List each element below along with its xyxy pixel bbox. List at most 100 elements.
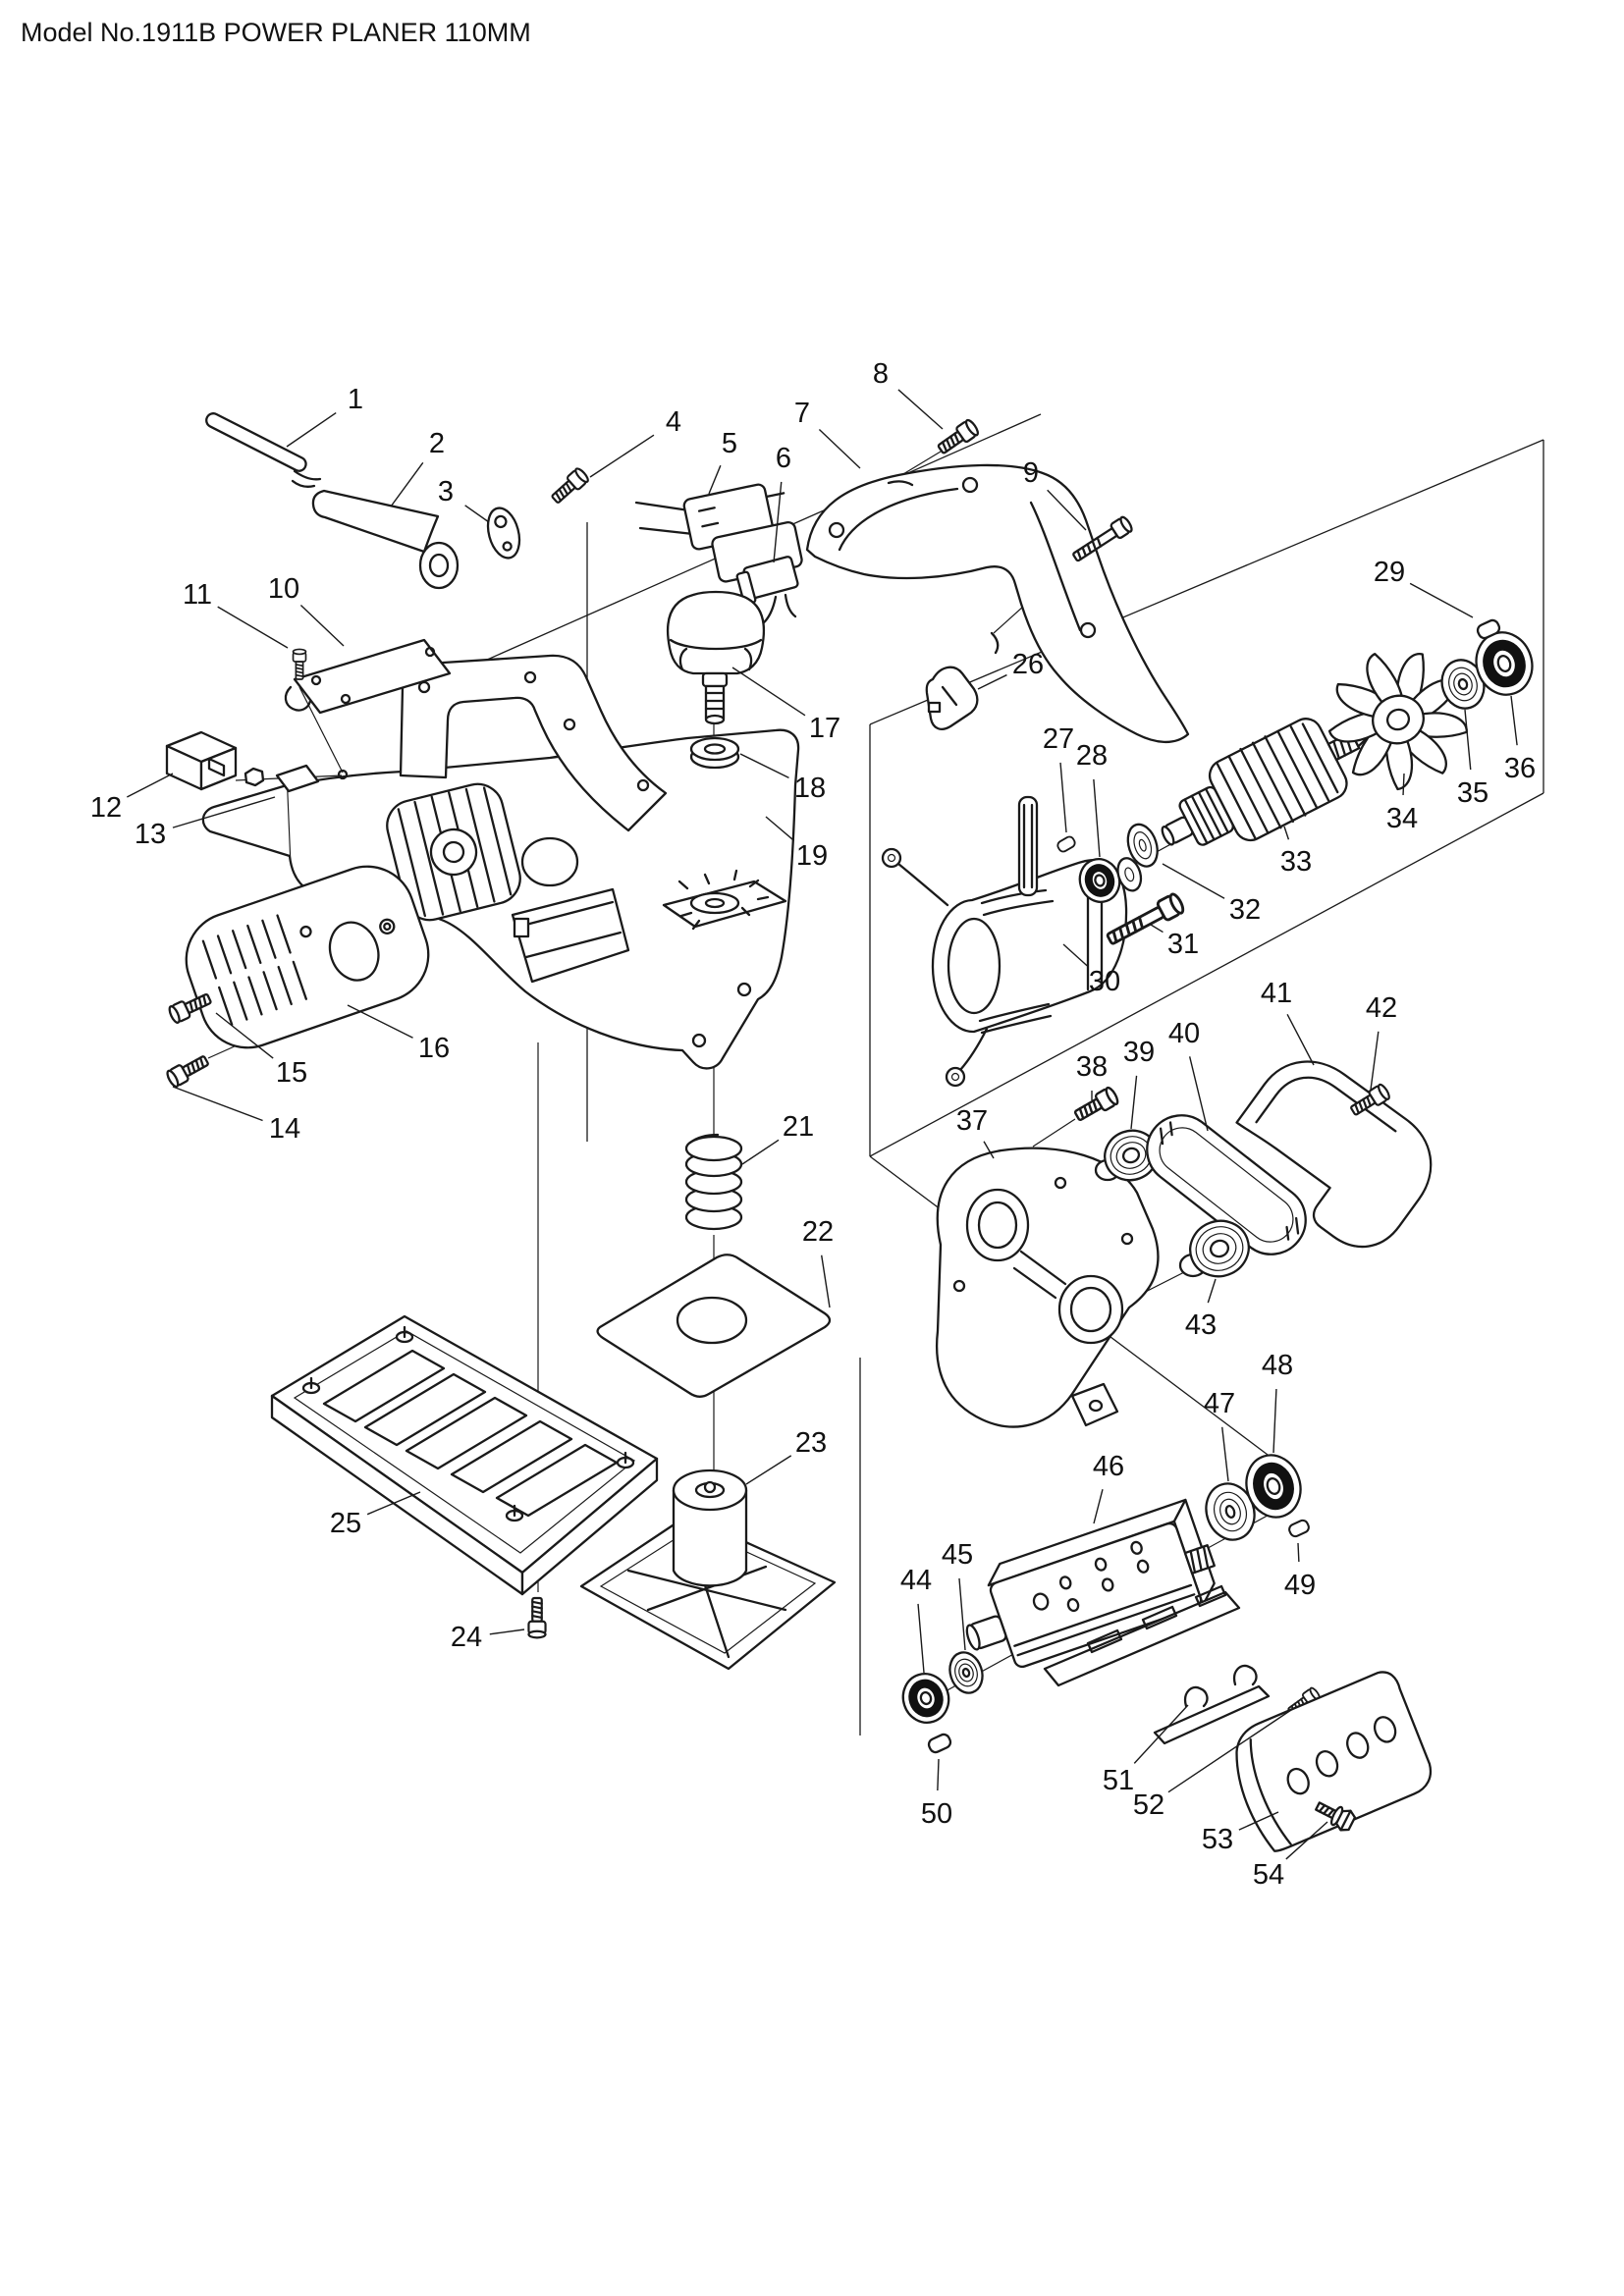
part-label-11: 11	[183, 579, 212, 611]
part-label-17: 17	[809, 713, 840, 744]
part-leader-30	[1062, 943, 1088, 967]
part-leader-21	[741, 1139, 780, 1165]
part-leader-2	[390, 461, 424, 507]
part-53-drum-cover	[1235, 1671, 1433, 1852]
part-label-49: 49	[1284, 1570, 1316, 1601]
part-leader-16	[347, 1004, 413, 1039]
part-label-36: 36	[1504, 753, 1536, 784]
part-leader-1	[286, 411, 337, 448]
part-label-22: 22	[802, 1216, 834, 1248]
part-16-chip-cover	[185, 865, 430, 1049]
part-leader-33	[1283, 826, 1290, 840]
part-label-2: 2	[429, 428, 445, 459]
part-leader-27	[1059, 762, 1067, 833]
part-12-terminal-block	[165, 730, 238, 791]
part-leader-31	[1150, 924, 1164, 934]
part-leader-51	[1133, 1704, 1189, 1764]
part-26-holder-bracket	[925, 666, 979, 730]
part-leader-17	[731, 667, 806, 717]
part-label-45: 45	[942, 1539, 973, 1571]
part-leader-40	[1188, 1056, 1209, 1132]
part-label-48: 48	[1262, 1350, 1293, 1381]
part-label-4: 4	[666, 406, 681, 438]
part-label-6: 6	[776, 443, 791, 474]
part-label-31: 31	[1167, 929, 1199, 960]
part-37-bearing-box	[936, 1147, 1160, 1428]
part-label-8: 8	[873, 358, 889, 390]
part-leader-19	[765, 816, 795, 841]
part-label-53: 53	[1202, 1824, 1233, 1855]
part-25-rear-base	[270, 1314, 659, 1596]
part-leader-37	[983, 1141, 995, 1159]
part-label-19: 19	[796, 840, 828, 872]
part-label-54: 54	[1253, 1859, 1284, 1891]
part-label-18: 18	[794, 773, 826, 804]
part-51-set-plate	[1153, 1664, 1271, 1745]
part-leader-54	[1285, 1821, 1328, 1860]
part-leader-45	[958, 1577, 966, 1651]
part-40-belt	[1146, 1114, 1307, 1255]
part-label-26: 26	[1012, 649, 1044, 680]
part-label-28: 28	[1076, 740, 1108, 772]
part-leader-25	[366, 1491, 421, 1516]
part-label-23: 23	[795, 1427, 827, 1459]
part-label-25: 25	[330, 1508, 361, 1539]
part-leader-52	[1167, 1707, 1295, 1793]
part-21-compression-spring	[684, 1133, 743, 1231]
part-leader-34	[1402, 773, 1405, 796]
part-2-cord-guard	[311, 489, 460, 590]
part-22-front-plate	[596, 1254, 832, 1398]
part-6-noise-suppressor	[735, 556, 799, 626]
part-leader-46	[1093, 1489, 1104, 1524]
part-leader-41	[1286, 1013, 1315, 1066]
part-label-5: 5	[722, 428, 737, 459]
part-label-21: 21	[783, 1111, 814, 1143]
part-label-9: 9	[1023, 457, 1039, 489]
diagram-title: Model No.1911B POWER PLANER 110MM	[21, 18, 531, 47]
part-label-47: 47	[1204, 1388, 1235, 1419]
part-46-planer-drum	[965, 1498, 1216, 1669]
part-leader-12	[127, 773, 174, 798]
part-48-ball-bearing	[1245, 1454, 1302, 1519]
part-label-16: 16	[418, 1033, 450, 1064]
part-18-flat-washer	[689, 736, 740, 770]
part-leader-18	[739, 753, 789, 779]
part-leader-10	[299, 605, 345, 647]
part-label-15: 15	[276, 1057, 307, 1089]
part-leader-11	[217, 606, 289, 649]
part-leader-48	[1272, 1388, 1277, 1454]
part-leader-3	[464, 505, 490, 523]
part-leader-15	[215, 1012, 274, 1059]
part-39-pulley	[1094, 1129, 1159, 1182]
part-leader-23	[745, 1455, 792, 1485]
part-leader-6	[773, 481, 783, 563]
part-23-front-base	[579, 1468, 837, 1671]
part-leader-35	[1464, 709, 1472, 771]
part-44-ball-bearing	[901, 1673, 950, 1724]
planer-blade	[1043, 1584, 1241, 1687]
part-leader-43	[1207, 1278, 1217, 1304]
part-leader-5	[708, 464, 722, 495]
part-label-13: 13	[135, 819, 166, 850]
part-label-10: 10	[268, 573, 299, 605]
part-7-handle-cover	[805, 463, 1190, 744]
part-label-34: 34	[1386, 803, 1418, 834]
part-label-29: 29	[1374, 557, 1405, 588]
part-label-41: 41	[1261, 978, 1292, 1009]
part-13-strain-relief	[244, 764, 320, 793]
part-leader-47	[1221, 1426, 1229, 1482]
part-label-33: 33	[1280, 846, 1312, 878]
part-45-labyrinth-ring	[948, 1651, 984, 1694]
part-leader-53	[1238, 1811, 1279, 1831]
part-leader-42	[1370, 1031, 1380, 1091]
part-34-fan	[1326, 651, 1470, 792]
part-label-30: 30	[1089, 966, 1120, 997]
part-label-38: 38	[1076, 1051, 1108, 1083]
part-41-belt-cover	[1235, 1060, 1433, 1249]
part-32-flat-washers	[1116, 823, 1159, 892]
part-label-24: 24	[451, 1622, 482, 1653]
part-leader-44	[917, 1603, 925, 1674]
